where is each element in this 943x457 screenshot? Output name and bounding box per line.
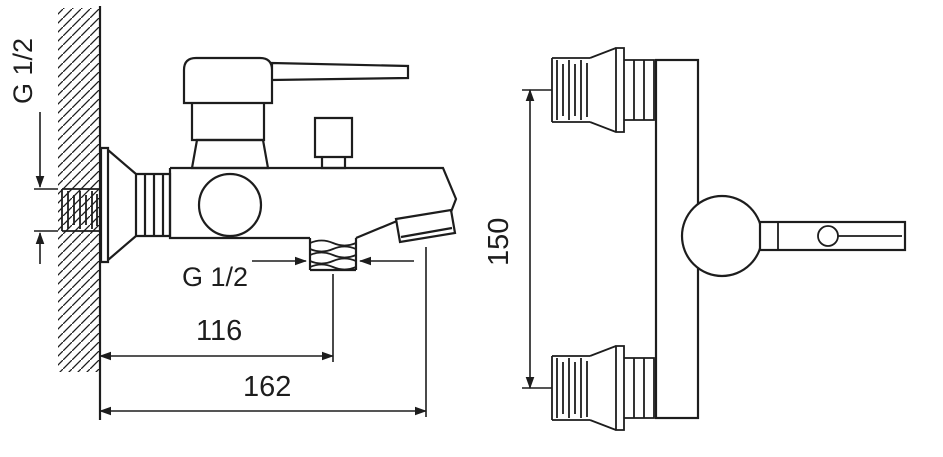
shower-thread-size-label: G 1/2 [182,262,248,292]
lever-handle [182,56,410,142]
front-view: 150 [483,47,907,431]
dimension-150: 150 [483,89,552,389]
lever-bar-pivot [817,225,839,247]
cartridge-dome [680,194,764,278]
cartridge-neck [190,138,270,170]
wall-thread-size-label: G 1/2 [8,38,38,104]
dimension-162-label: 162 [243,371,291,403]
body-sphere [197,172,263,238]
side-view: G 1/2 G 1/2 116 162 [8,6,458,420]
dimension-150-label: 150 [483,218,515,266]
bottom-eccentric [551,345,655,431]
shower-hose-thread [309,239,357,271]
diverter-knob [313,116,354,170]
wall-hatching [58,8,100,372]
dimension-150-extensions [522,89,552,389]
wall-thread-extension-lines [34,188,58,232]
dimension-116-label: 116 [196,315,242,347]
dimension-162: 162 [99,247,427,417]
eccentric-flange-side [99,146,172,264]
dimension-wall-thread: G 1/2 [8,38,58,264]
lever-bar-divider [777,222,902,250]
faucet-body-outline [168,166,458,272]
spout-outlet [394,208,457,244]
wall-thread [61,188,100,232]
dimension-116: 116 [99,274,334,362]
dimension-shower-thread: G 1/2 [182,256,414,292]
top-eccentric [551,47,655,133]
lever-bar [758,220,907,252]
